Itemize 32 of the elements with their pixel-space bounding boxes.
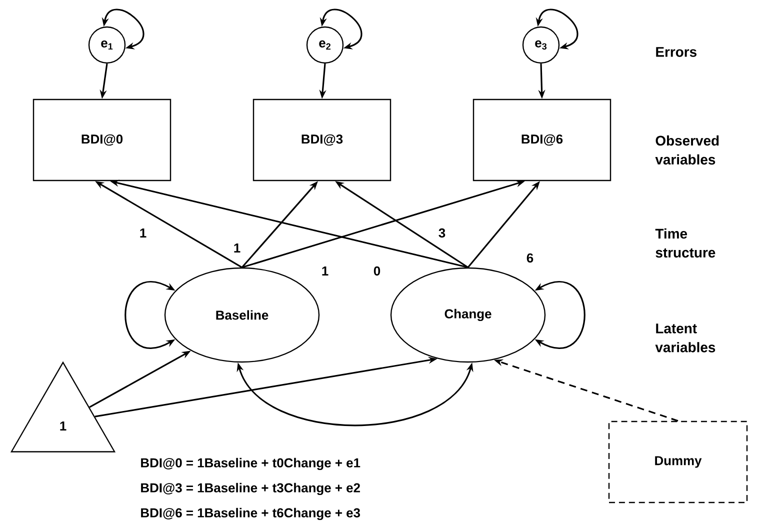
- row-label: Latent variables: [655, 324, 716, 352]
- error-circle: [522, 26, 560, 64]
- row-label: Errors: [656, 47, 696, 57]
- dummy-box: [608, 420, 748, 504]
- node-text: 1: [60, 422, 66, 430]
- node-text: Change: [444, 308, 492, 322]
- observed-box: [472, 98, 612, 182]
- latent-ellipse: [164, 267, 320, 363]
- node-text: e$_{2}$: [319, 40, 330, 50]
- equation: BDI@3 = 1Baseline + t3Change + e2: [141, 482, 360, 496]
- observed-box: [32, 98, 172, 182]
- row-label: Time structure: [655, 228, 716, 258]
- equation: BDI@0 = 1Baseline + t0Change + e1: [141, 458, 360, 470]
- row-label: Observed variables: [655, 135, 719, 165]
- latent-ellipse: [390, 267, 546, 363]
- edge-label: 6: [524, 252, 536, 264]
- node-text: e$_{1}$: [101, 40, 113, 50]
- error-circle: [88, 26, 126, 64]
- node-text: BDI@3: [302, 134, 343, 146]
- node-text: Dummy: [655, 456, 702, 468]
- observed-box: [252, 98, 392, 182]
- error-circle: [306, 26, 344, 64]
- edge-label: 0: [372, 264, 382, 278]
- edge-label: 1: [232, 242, 242, 254]
- edge-label: 1: [320, 265, 330, 277]
- edge-label: 1: [138, 227, 148, 239]
- equation: BDI@6 = 1Baseline + t6Change + e3: [141, 508, 360, 520]
- node-text: e$_{3}$: [535, 40, 547, 50]
- node-text: Baseline: [216, 310, 268, 320]
- node-text: BDI@0: [82, 134, 123, 146]
- edge-label: 3: [436, 226, 448, 240]
- node-text: BDI@6: [522, 134, 563, 146]
